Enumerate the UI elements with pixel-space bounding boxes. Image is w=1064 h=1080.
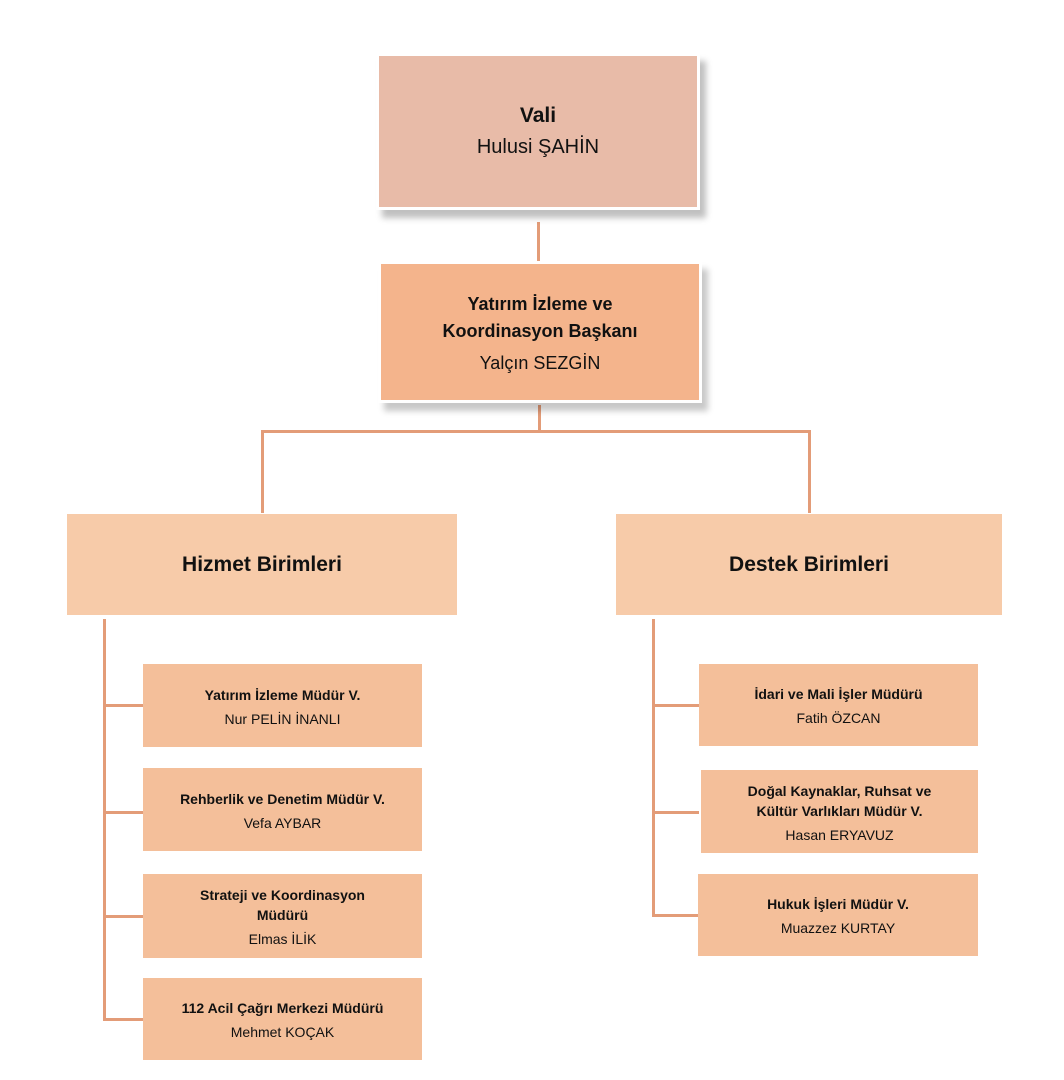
vali-title: Vali xyxy=(519,104,557,127)
unit-title: İdari ve Mali İşler Müdürü xyxy=(754,686,923,702)
connector-to-hizmet xyxy=(261,430,264,513)
hizmet-unit-4: 112 Acil Çağrı Merkezi Müdürü Mehmet KOÇ… xyxy=(143,978,422,1060)
destek-branch-2 xyxy=(652,811,699,814)
vali-name: Hulusi ŞAHİN xyxy=(476,136,600,158)
unit-title-line1: Doğal Kaynaklar, Ruhsat ve xyxy=(747,782,932,799)
unit-title: 112 Acil Çağrı Merkezi Müdürü xyxy=(181,1000,384,1016)
hizmet-branch-1 xyxy=(103,704,143,707)
connector-horizontal xyxy=(261,430,811,433)
unit-title: Rehberlik ve Denetim Müdür V. xyxy=(180,790,385,807)
unit-name: Hasan ERYAVUZ xyxy=(785,826,894,843)
hizmet-trunk xyxy=(103,619,106,1021)
hizmet-branch-3 xyxy=(103,915,143,918)
hizmet-branch-2 xyxy=(103,811,143,814)
unit-name: Elmas İLİK xyxy=(248,931,317,947)
unit-title-line1: Strateji ve Koordinasyon xyxy=(200,887,365,903)
hizmet-unit-3: Strateji ve Koordinasyon Müdürü Elmas İL… xyxy=(143,874,422,958)
hizmet-unit-2: Rehberlik ve Denetim Müdür V. Vefa AYBAR xyxy=(143,768,422,851)
unit-name: Mehmet KOÇAK xyxy=(230,1024,335,1040)
destek-birimleri-title: Destek Birimleri xyxy=(729,552,889,576)
baskan-name: Yalçın SEZGİN xyxy=(479,352,601,373)
unit-name: Fatih ÖZCAN xyxy=(796,710,881,726)
unit-title-line2: Kültür Varlıkları Müdür V. xyxy=(756,802,923,819)
hizmet-birimleri-box: Hizmet Birimleri xyxy=(67,514,457,615)
destek-trunk xyxy=(652,619,655,917)
unit-title-line2: Müdürü xyxy=(256,907,309,923)
baskan-title-line2: Koordinasyon Başkanı xyxy=(442,320,638,341)
baskan-box: Yatırım İzleme ve Koordinasyon Başkanı Y… xyxy=(378,261,702,403)
destek-unit-1: İdari ve Mali İşler Müdürü Fatih ÖZCAN xyxy=(699,664,978,746)
hizmet-unit-1: Yatırım İzleme Müdür V. Nur PELİN İNANLI xyxy=(143,664,422,747)
connector-to-destek xyxy=(808,430,811,513)
hizmet-birimleri-title: Hizmet Birimleri xyxy=(182,552,342,576)
unit-title: Yatırım İzleme Müdür V. xyxy=(204,686,361,703)
connector-baskan-down xyxy=(538,405,541,431)
unit-name: Muazzez KURTAY xyxy=(780,920,896,936)
destek-unit-3: Hukuk İşleri Müdür V. Muazzez KURTAY xyxy=(698,874,978,956)
unit-title: Hukuk İşleri Müdür V. xyxy=(767,896,909,912)
connector-vali-baskan xyxy=(537,222,540,262)
destek-branch-1 xyxy=(652,704,699,707)
vali-box: Vali Hulusi ŞAHİN xyxy=(376,53,700,210)
destek-unit-2: Doğal Kaynaklar, Ruhsat ve Kültür Varlık… xyxy=(701,770,978,853)
hizmet-branch-4 xyxy=(103,1018,143,1021)
unit-name: Vefa AYBAR xyxy=(243,814,322,831)
destek-branch-3 xyxy=(652,914,699,917)
baskan-title-line1: Yatırım İzleme ve xyxy=(467,293,613,314)
destek-birimleri-box: Destek Birimleri xyxy=(616,514,1002,615)
unit-name: Nur PELİN İNANLI xyxy=(224,710,341,727)
